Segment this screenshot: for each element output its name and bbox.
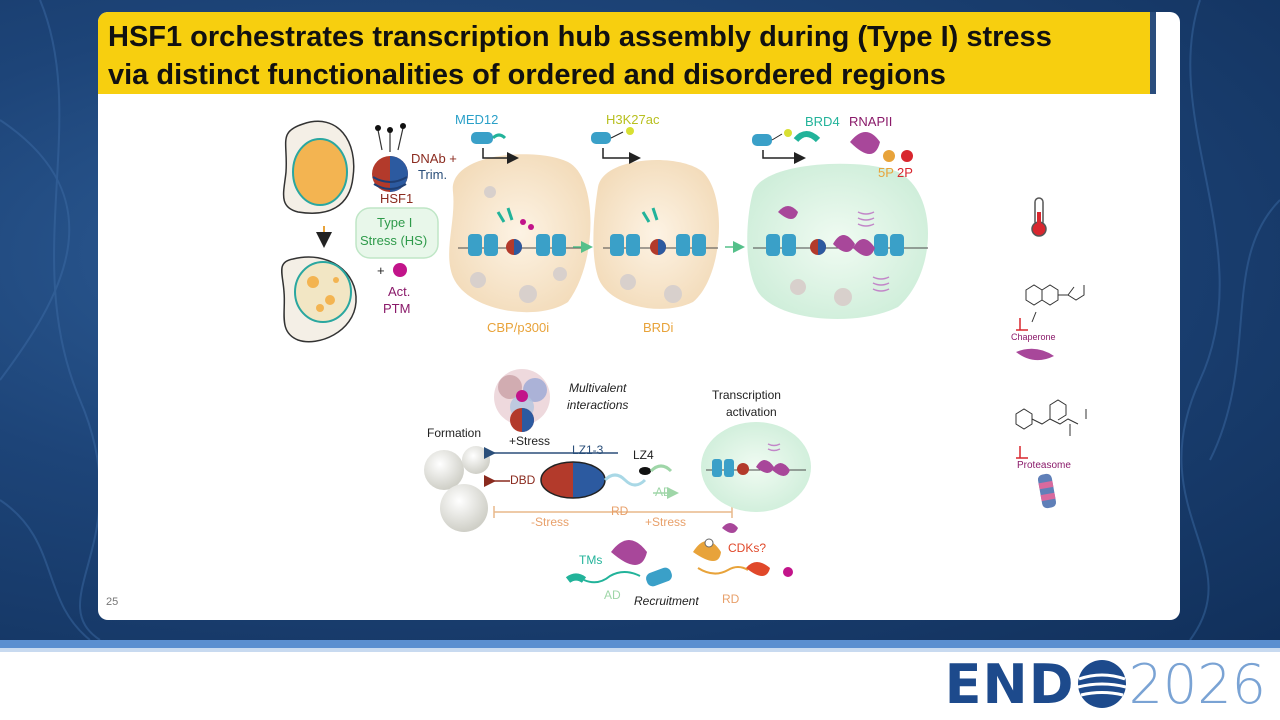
formation-label: Formation bbox=[427, 426, 482, 440]
proteasome-label: Proteasome bbox=[1017, 460, 1071, 471]
stress-label-1: Type I bbox=[377, 215, 413, 230]
minus-stress-label: -Stress bbox=[531, 515, 570, 529]
h3k27ac-label: H3K27ac bbox=[606, 112, 660, 127]
cell-unstressed bbox=[282, 120, 355, 214]
ad-bottom-label: AD bbox=[604, 588, 621, 602]
5p-label: 5P bbox=[878, 165, 894, 180]
proteasome-inhibitor-structure bbox=[1015, 399, 1087, 436]
transcription-label-1: Transcription bbox=[712, 388, 781, 402]
multivalent-label-2: interactions bbox=[567, 398, 629, 412]
med12-icon bbox=[471, 132, 519, 164]
dnab-label: DNAb + bbox=[411, 151, 457, 166]
chaperone-inhibitor-structure bbox=[1025, 284, 1085, 323]
cdks-label: CDKs? bbox=[728, 541, 767, 555]
title-line-2: via distinct functionalities of ordered … bbox=[108, 59, 946, 91]
rd-bottom-label: RD bbox=[722, 592, 740, 606]
slide-title: HSF1 orchestrates transcription hub asse… bbox=[108, 18, 1148, 94]
recruitment-label: Recruitment bbox=[634, 594, 699, 608]
inhibit-icon-1 bbox=[1016, 318, 1028, 331]
tms-label: TMs bbox=[579, 553, 603, 567]
page-number: 25 bbox=[106, 596, 119, 608]
brd4-rnapii-icons bbox=[752, 129, 913, 164]
title-line-1: HSF1 orchestrates transcription hub asse… bbox=[108, 21, 1052, 53]
lz4-label: LZ4 bbox=[633, 448, 654, 462]
h3k27ac-icon bbox=[591, 127, 641, 164]
nucleus-brd bbox=[593, 160, 720, 309]
endo-logo: END 2026 bbox=[945, 653, 1266, 716]
globe-icon bbox=[1077, 660, 1126, 708]
plus-label: + bbox=[377, 263, 385, 278]
nucleus-cbp bbox=[449, 154, 591, 313]
multivalent-label-1: Multivalent bbox=[569, 381, 627, 395]
lz13-label: LZ1-3 bbox=[572, 443, 604, 457]
cell-stressed bbox=[281, 256, 357, 343]
hsf1-domain-diagram bbox=[540, 461, 673, 499]
stress-label-2: Stress (HS) bbox=[360, 233, 428, 248]
brd-inhibitor-label: BRDi bbox=[643, 320, 674, 335]
trim-label: Trim. bbox=[418, 167, 448, 182]
footer-stripe-light bbox=[0, 648, 1280, 652]
plus-stress-top-label: +Stress bbox=[509, 434, 551, 448]
title-band: HSF1 orchestrates transcription hub asse… bbox=[98, 12, 1156, 94]
logo-main: END bbox=[944, 652, 1075, 716]
footer-stripe bbox=[0, 640, 1280, 648]
chaperone-label: Chaperone bbox=[1011, 332, 1056, 342]
2p-label: 2P bbox=[897, 165, 913, 180]
hsf1-diagram bbox=[281, 120, 1087, 587]
act-label: Act. bbox=[388, 284, 411, 299]
recruitment-proteins bbox=[565, 523, 793, 587]
chaperone-icon bbox=[1016, 348, 1054, 361]
stress-box bbox=[355, 207, 439, 259]
transcription-label-2: activation bbox=[726, 405, 777, 419]
thermometer-icon bbox=[1031, 197, 1047, 237]
multivalent-cluster bbox=[494, 369, 550, 432]
background-decoration bbox=[0, 0, 1280, 640]
med12-label: MED12 bbox=[455, 112, 499, 127]
ad-arrow-label: AD bbox=[655, 485, 672, 499]
rd-mid-label: RD bbox=[611, 504, 629, 518]
cbp-inhibitor-label: CBP/p300i bbox=[487, 320, 550, 335]
rnapii-label: RNAPII bbox=[849, 114, 893, 129]
ptm-label: PTM bbox=[383, 301, 411, 316]
brd4-label: BRD4 bbox=[805, 114, 840, 129]
nucleus-active bbox=[747, 163, 928, 319]
plus-stress-bottom-label: +Stress bbox=[645, 515, 687, 529]
ptm-dot-icon bbox=[393, 263, 407, 277]
slide-panel: HSF1 orchestrates transcription hub asse… bbox=[98, 12, 1180, 620]
footer bbox=[0, 652, 1280, 720]
inhibit-icon-2 bbox=[1016, 446, 1028, 459]
condensate-droplets bbox=[424, 446, 490, 532]
hsf1-label: HSF1 bbox=[380, 191, 414, 206]
transcription-nucleus bbox=[701, 422, 811, 512]
proteasome-icon bbox=[1037, 473, 1057, 509]
dbd-label: DBD bbox=[510, 473, 536, 487]
logo-year: 2026 bbox=[1128, 652, 1266, 716]
hsf1-trimer-icon bbox=[372, 123, 408, 192]
